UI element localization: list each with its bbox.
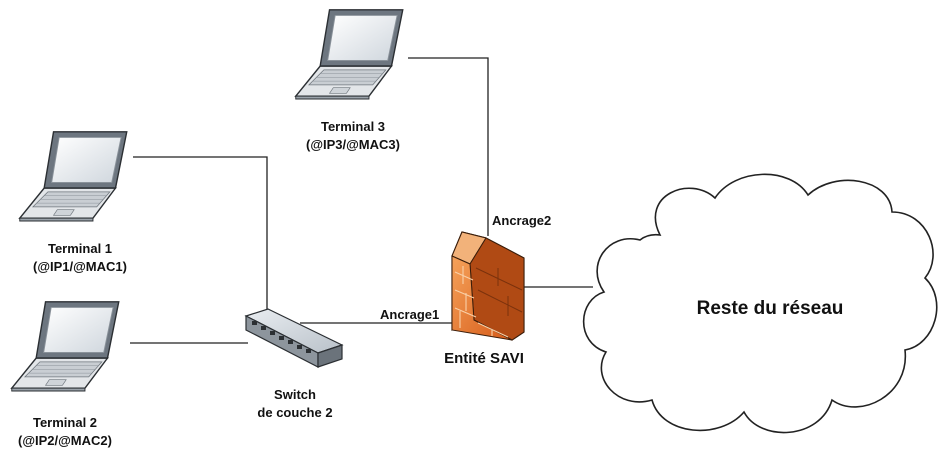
terminal1-label: Terminal 1 (@IP1/@MAC1) (20, 240, 140, 276)
switch-label: Switch de couche 2 (240, 386, 350, 422)
anchor2-label: Ancrage2 (492, 213, 552, 228)
terminal3-label: Terminal 3 (@IP3/@MAC3) (292, 118, 414, 154)
switch-label-line2: de couche 2 (257, 405, 333, 420)
firewall-icon (451, 231, 525, 341)
terminal3-laptop-icon (295, 9, 404, 100)
anchor1-label: Ancrage1 (380, 307, 440, 322)
terminal2-label: Terminal 2 (@IP2/@MAC2) (4, 414, 126, 450)
cloud-shape (582, 173, 938, 434)
switch-icon (244, 308, 344, 368)
terminal1-name: Terminal 1 (47, 241, 113, 256)
links (130, 57, 593, 344)
link-terminal1-switch (133, 156, 268, 312)
savi-entity-label: Entité SAVI (444, 350, 524, 367)
terminal2-address: (@IP2/@MAC2) (18, 433, 112, 448)
terminal2-name: Terminal 2 (32, 415, 98, 430)
terminal3-address: (@IP3/@MAC3) (306, 137, 400, 152)
terminal1-address: (@IP1/@MAC1) (33, 259, 127, 274)
link-terminal3-savi (408, 57, 489, 236)
terminal2-laptop-icon (11, 301, 120, 392)
switch-label-line1: Switch (274, 387, 316, 402)
terminal1-laptop-icon (19, 131, 128, 222)
terminal3-name: Terminal 3 (320, 119, 386, 134)
cloud-label: Reste du réseau (696, 298, 844, 319)
